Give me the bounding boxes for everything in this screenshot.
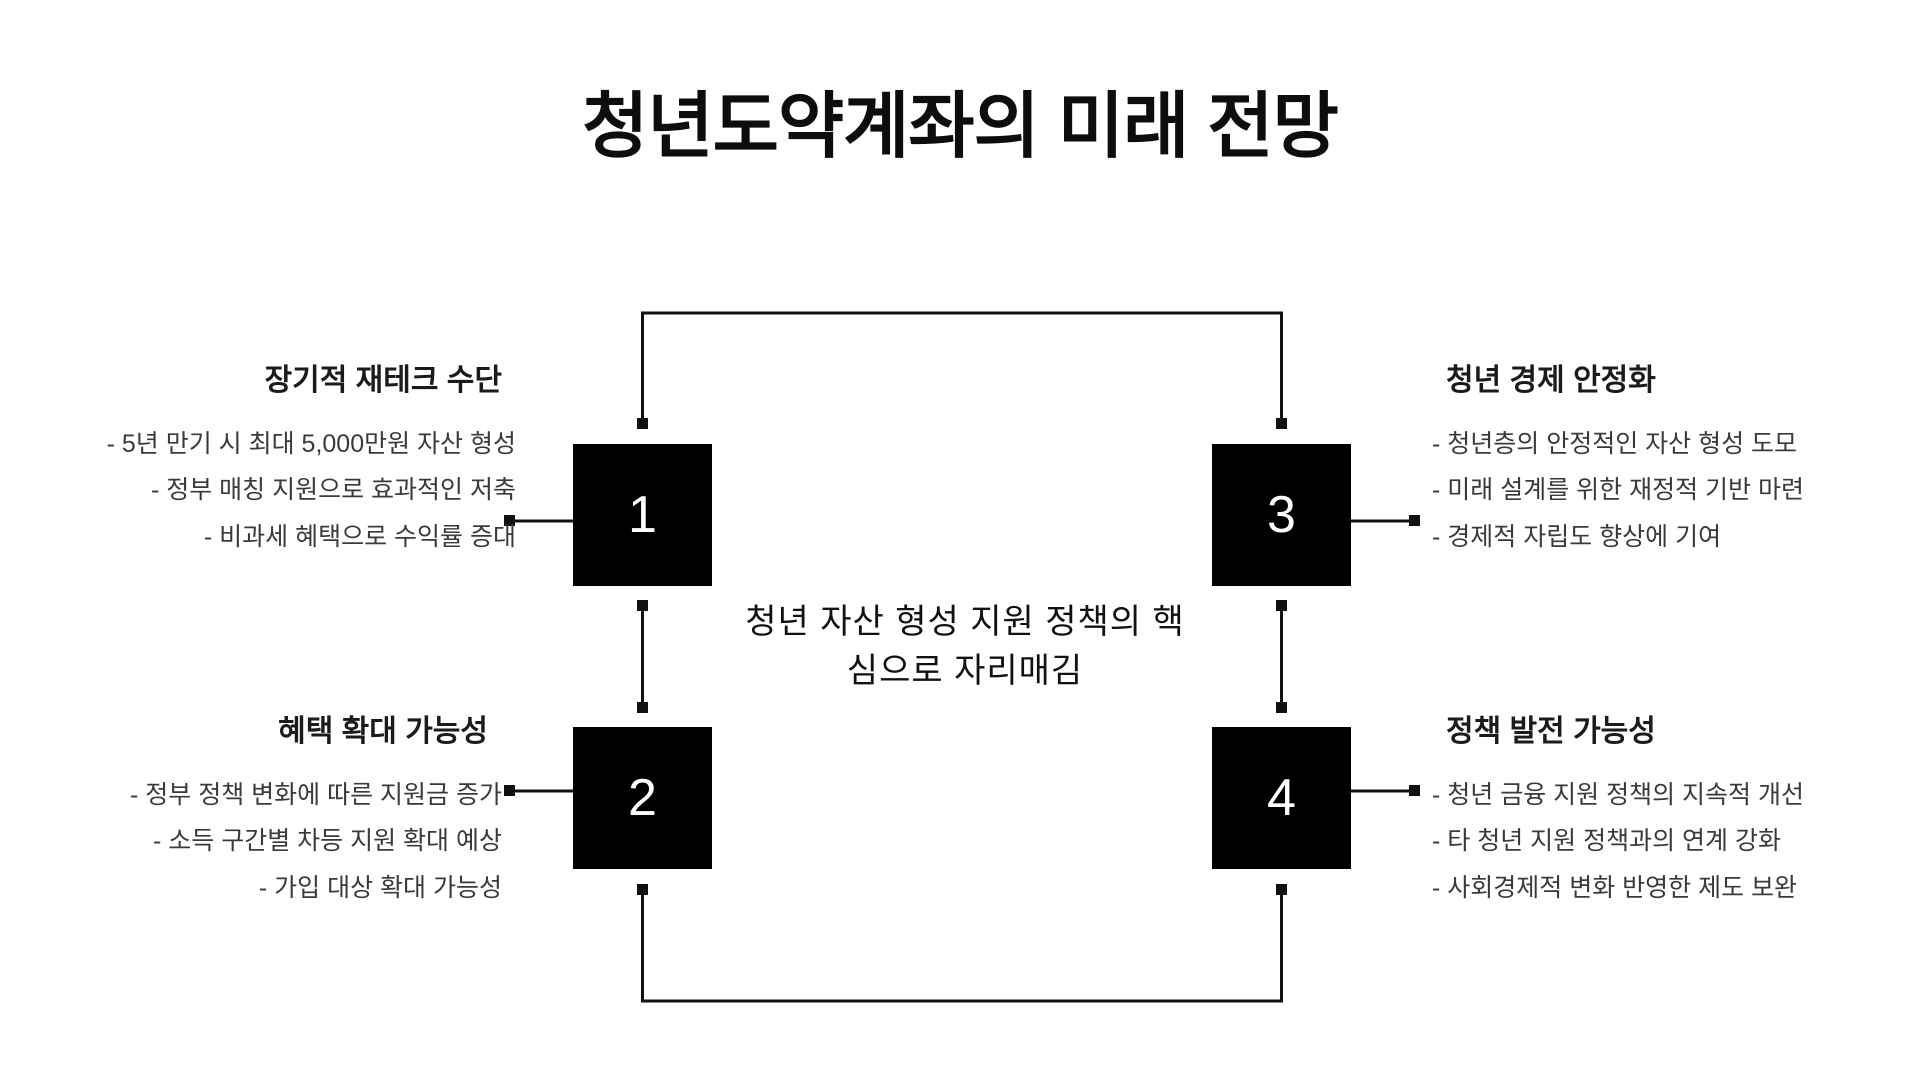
- node-box-4[interactable]: 4: [1212, 727, 1351, 869]
- list-item: - 비과세 혜택으로 수익률 증대: [203, 522, 516, 551]
- panel-bottom-right: 정책 발전 가능성 - 청년 금융 지원 정책의 지속적 개선 - 타 청년 지…: [1432, 714, 1920, 911]
- center-statement: 청년 자산 형성 지원 정책의 핵심으로 자리매김: [745, 603, 1185, 691]
- connector-vertical-right: [1276, 600, 1287, 713]
- connector-vertical-left: [637, 600, 648, 713]
- panel-bottom-right-list: - 청년 금융 지원 정책의 지속적 개선 - 타 청년 지원 정책과의 연계 …: [1432, 772, 1920, 911]
- panel-top-right-heading: 청년 경제 안정화: [1446, 364, 1656, 397]
- panel-bottom-left-heading: 혜택 확대 가능성: [278, 715, 488, 748]
- list-item: - 사회경제적 변화 반영한 제도 보완: [1432, 873, 1798, 902]
- list-item: - 경제적 자립도 향상에 기여: [1432, 522, 1722, 551]
- node-box-3[interactable]: 3: [1212, 444, 1351, 586]
- leader-line-top-right: [1351, 515, 1420, 526]
- panel-top-left-heading: 장기적 재테크 수단: [264, 364, 502, 397]
- list-item: - 가입 대상 확대 가능성: [258, 873, 502, 902]
- panel-bottom-left-list: - 정부 정책 변화에 따른 지원금 증가 - 소득 구간별 차등 지원 확대 …: [0, 772, 502, 911]
- page-title: 청년도약계좌의 미래 전망: [582, 87, 1339, 167]
- panel-top-left-list: - 5년 만기 시 최대 5,000만원 자산 형성 - 정부 매칭 지원으로 …: [0, 421, 516, 560]
- list-item: - 5년 만기 시 최대 5,000만원 자산 형성: [106, 430, 516, 458]
- node-box-1[interactable]: 1: [573, 444, 712, 586]
- panel-top-left: 장기적 재테크 수단 - 5년 만기 시 최대 5,000만원 자산 형성 - …: [0, 363, 516, 560]
- list-item: - 청년층의 안정적인 자산 형성 도모: [1432, 430, 1798, 458]
- list-item: - 타 청년 지원 정책과의 연계 강화: [1432, 827, 1782, 856]
- panel-bottom-left: 혜택 확대 가능성 - 정부 정책 변화에 따른 지원금 증가 - 소득 구간별…: [0, 714, 502, 911]
- panel-top-right: 청년 경제 안정화 - 청년층의 안정적인 자산 형성 도모 - 미래 설계를 …: [1432, 363, 1920, 560]
- list-item: - 미래 설계를 위한 재정적 기반 마련: [1432, 476, 1805, 505]
- list-item: - 정부 매칭 지원으로 효과적인 저축: [150, 476, 516, 505]
- list-item: - 소득 구간별 차등 지원 확대 예상: [152, 827, 502, 856]
- leader-line-bottom-left: [504, 785, 573, 796]
- list-item: - 정부 정책 변화에 따른 지원금 증가: [129, 781, 502, 809]
- connector-bottom-bracket: [637, 884, 1287, 1003]
- panel-bottom-right-heading: 정책 발전 가능성: [1446, 715, 1656, 748]
- list-item: - 청년 금융 지원 정책의 지속적 개선: [1432, 781, 1805, 809]
- node-box-2[interactable]: 2: [573, 727, 712, 869]
- leader-line-bottom-right: [1351, 785, 1420, 796]
- panel-top-right-list: - 청년층의 안정적인 자산 형성 도모 - 미래 설계를 위한 재정적 기반 …: [1432, 421, 1920, 560]
- connector-top-bracket: [637, 311, 1287, 429]
